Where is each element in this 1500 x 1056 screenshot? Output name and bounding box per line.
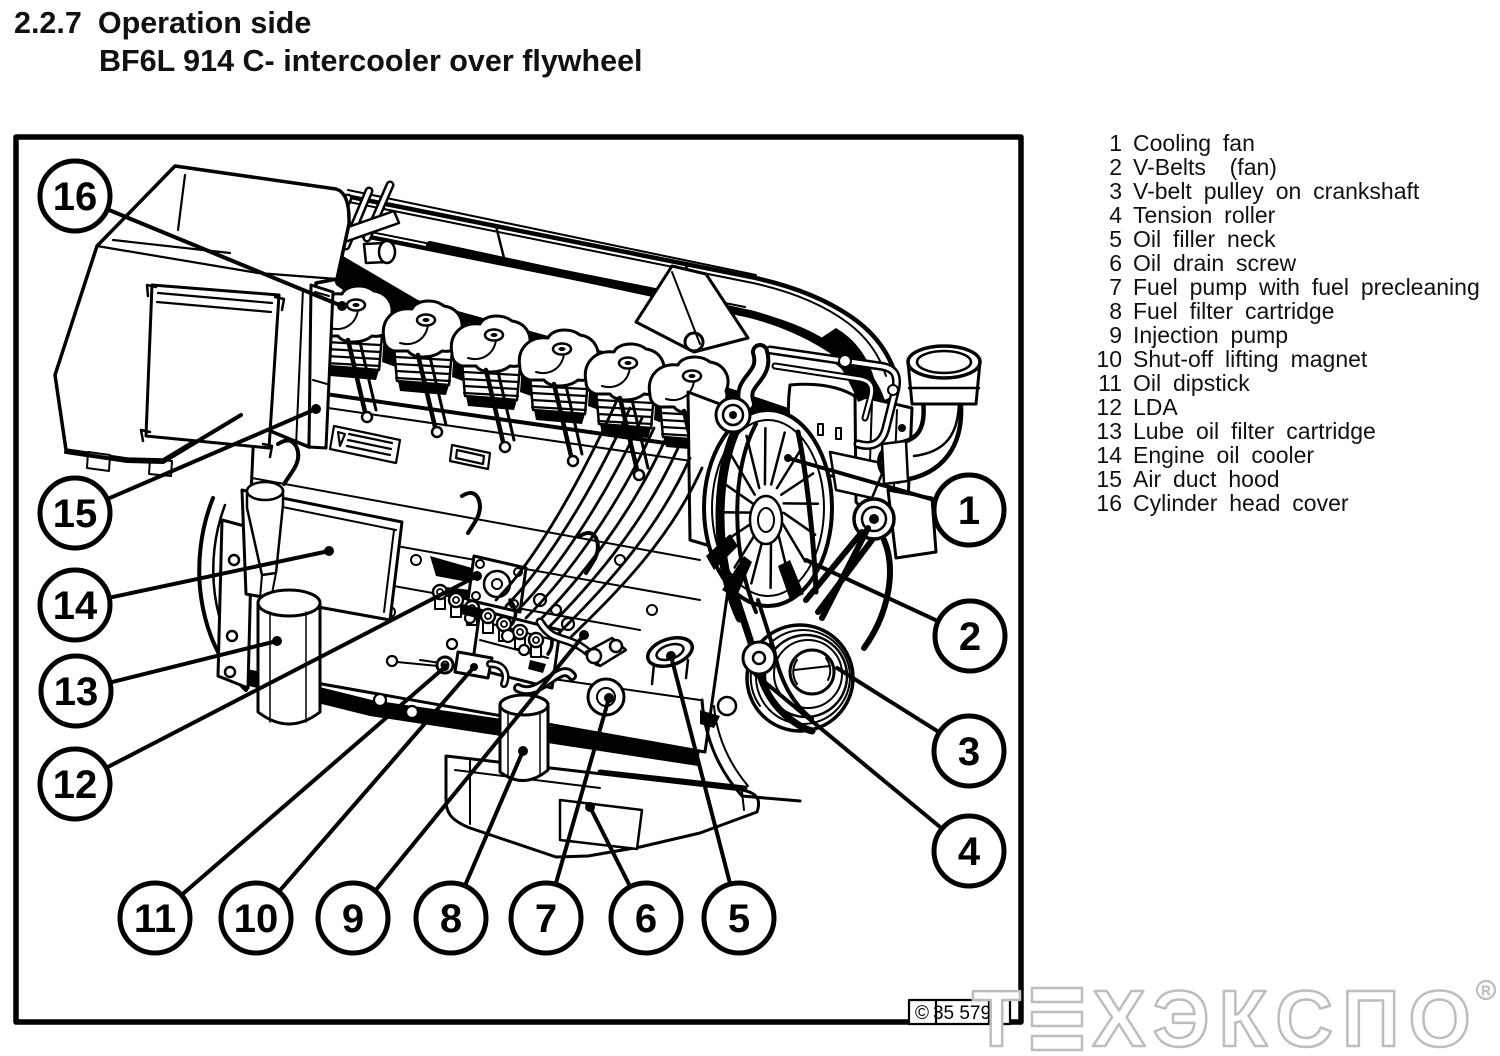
svg-text:15: 15 bbox=[53, 492, 98, 536]
svg-text:2: 2 bbox=[959, 615, 981, 659]
svg-text:14: 14 bbox=[53, 584, 98, 628]
svg-text:3: 3 bbox=[958, 730, 980, 774]
svg-text:13: 13 bbox=[54, 670, 99, 714]
svg-text:5: 5 bbox=[728, 897, 750, 941]
svg-text:12: 12 bbox=[53, 763, 98, 807]
svg-text:8: 8 bbox=[440, 897, 462, 941]
svg-text:4: 4 bbox=[958, 830, 981, 874]
svg-text:11: 11 bbox=[134, 897, 176, 941]
svg-text:R: R bbox=[1481, 983, 1490, 998]
svg-text:10: 10 bbox=[234, 897, 279, 941]
svg-text:©: © bbox=[915, 1003, 929, 1024]
svg-text:9: 9 bbox=[342, 897, 364, 941]
svg-text:1: 1 bbox=[958, 489, 980, 533]
svg-text:6: 6 bbox=[635, 897, 657, 941]
svg-text:16: 16 bbox=[53, 175, 98, 219]
svg-text:7: 7 bbox=[535, 897, 557, 941]
svg-text:0: 0 bbox=[994, 1003, 1005, 1024]
svg-text:35 579: 35 579 bbox=[933, 1003, 991, 1024]
